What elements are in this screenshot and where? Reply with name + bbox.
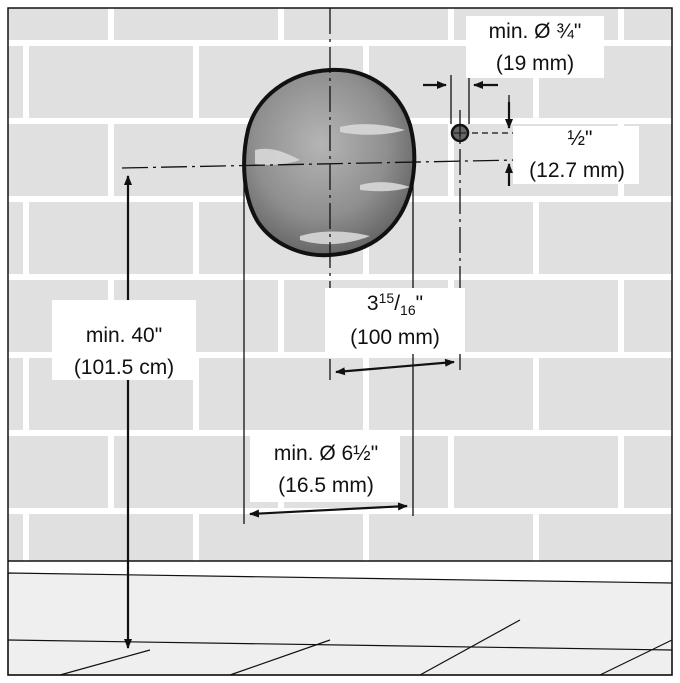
label-backgrounds bbox=[52, 16, 639, 502]
mortar-joint-vertical bbox=[448, 8, 454, 46]
mortar-joint-vertical bbox=[533, 514, 539, 561]
offset-mm-label: (12.7 mm) bbox=[529, 159, 625, 182]
floor bbox=[7, 560, 673, 676]
floor-surface bbox=[7, 572, 673, 676]
spacing-whole: 3 bbox=[367, 292, 379, 315]
mortar-joint-vertical bbox=[618, 280, 624, 358]
mortar-joint-vertical bbox=[533, 358, 539, 436]
mortar-joint-vertical bbox=[108, 436, 114, 514]
mortar-joint-vertical bbox=[618, 436, 624, 514]
dimension-arrows bbox=[124, 81, 513, 649]
spacing-denominator: 16 bbox=[400, 302, 416, 318]
mortar-joint-vertical bbox=[278, 280, 284, 358]
mortar-joint-vertical bbox=[23, 358, 29, 436]
mortar-joint-horizontal bbox=[8, 352, 672, 358]
mortar-joint-vertical bbox=[533, 202, 539, 280]
small-hole-diameter-label: min. Ø ¾" bbox=[489, 20, 582, 43]
mortar-joint-horizontal bbox=[8, 430, 672, 436]
floor-tile-lines bbox=[7, 619, 673, 676]
mortar-joint-vertical bbox=[193, 514, 199, 561]
horizontal-center-line bbox=[121, 159, 517, 169]
mortar-joint-vertical bbox=[278, 8, 284, 46]
spacing-numerator: 15 bbox=[379, 290, 395, 306]
mortar-joint-vertical bbox=[448, 436, 454, 514]
spacing-slash: / bbox=[394, 292, 400, 315]
spacing-arrow bbox=[335, 358, 455, 376]
height-label: min. 40" bbox=[86, 324, 162, 347]
mortar-joint-vertical bbox=[533, 46, 539, 124]
mortar-joint-horizontal bbox=[8, 274, 672, 280]
mortar-joint-horizontal bbox=[8, 40, 672, 46]
mortar-joint-vertical bbox=[108, 124, 114, 202]
small-hole-diameter-mm-label: (19 mm) bbox=[496, 52, 574, 75]
hole-edge-highlights bbox=[255, 124, 410, 245]
mortar-joint-vertical bbox=[193, 358, 199, 436]
mortar-joint-vertical bbox=[618, 8, 624, 46]
mortar-joint-vertical bbox=[193, 202, 199, 280]
spacing-quote: " bbox=[416, 292, 423, 315]
spacing-label: 315/16" bbox=[367, 290, 423, 318]
mortar-joint-vertical bbox=[363, 514, 369, 561]
offset-label: ½" bbox=[568, 127, 593, 150]
baseboard bbox=[8, 561, 672, 573]
height-cm-label: (101.5 cm) bbox=[74, 356, 174, 379]
mortar-joint-vertical bbox=[23, 46, 29, 124]
hole-diameter-mm-label: (16.5 mm) bbox=[278, 474, 374, 497]
hole-diameter-label: min. Ø 6½" bbox=[274, 442, 378, 465]
mortar-joint-vertical bbox=[193, 46, 199, 124]
hole-diameter-arrow bbox=[249, 502, 408, 518]
mortar-joint-vertical bbox=[23, 202, 29, 280]
mortar-joint-vertical bbox=[23, 514, 29, 561]
mortar-joint-vertical bbox=[363, 358, 369, 436]
dimension-labels: min. Ø ¾" (19 mm) ½" (12.7 mm) 315/16" (… bbox=[74, 20, 625, 497]
spacing-mm-label: (100 mm) bbox=[350, 326, 440, 349]
diagram-frame bbox=[7, 7, 673, 676]
mortar-joint-vertical bbox=[108, 8, 114, 46]
mortar-joint-vertical bbox=[448, 124, 454, 202]
